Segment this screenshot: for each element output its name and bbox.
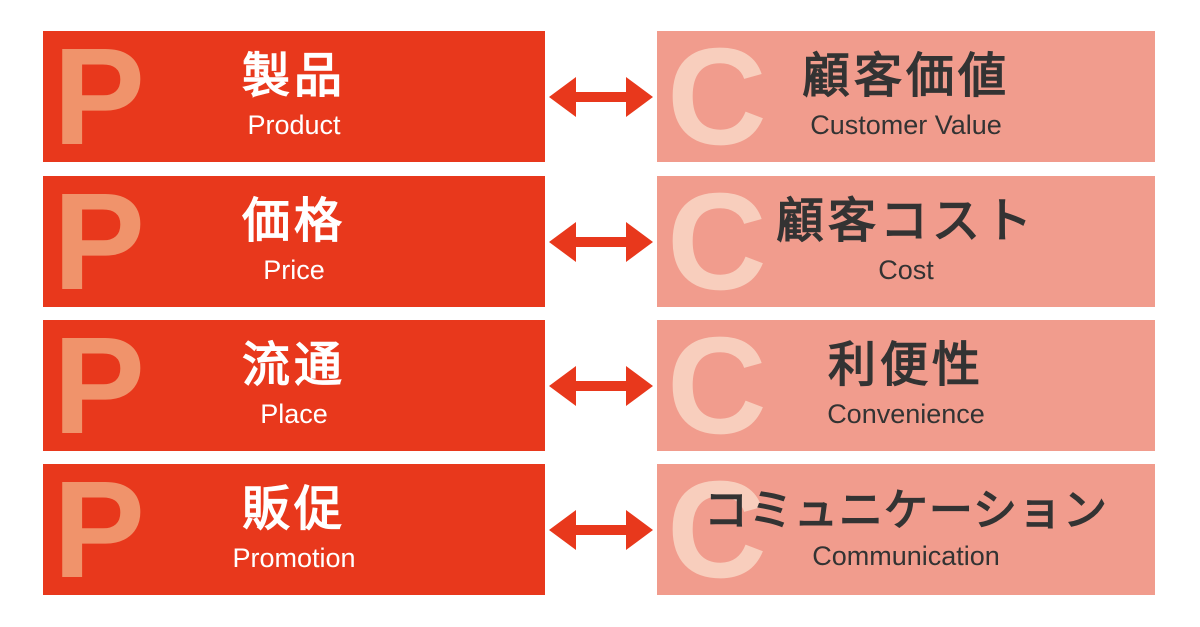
p-box-product: P 製品 Product: [43, 28, 545, 166]
en-label: Promotion: [232, 543, 356, 574]
jp-label: 顧客価値: [801, 50, 1010, 104]
jp-label: 流通: [241, 339, 346, 393]
c-letter: C: [667, 452, 767, 607]
jp-label: 価格: [241, 195, 346, 249]
c-letter: C: [667, 19, 767, 174]
c-labels: 顧客価値 Customer Value: [657, 31, 1155, 162]
c-labels: 利便性 Convenience: [657, 320, 1155, 451]
en-label: Price: [263, 255, 325, 286]
c-box-cost: C 顧客コスト Cost: [657, 173, 1155, 311]
en-label: Cost: [878, 255, 934, 286]
arrow-cell: [545, 320, 657, 451]
c-box-customer-value: C 顧客価値 Customer Value: [657, 28, 1155, 166]
p-letter: P: [53, 308, 146, 463]
jp-label: 販促: [241, 483, 346, 537]
p-letter: P: [53, 19, 146, 174]
diagram-row-place: P 流通 Place C 利便性 Convenience: [43, 317, 1155, 455]
double-arrow-icon: [549, 76, 653, 117]
arrow-cell: [545, 176, 657, 307]
jp-label: 顧客コスト: [775, 195, 1036, 249]
diagram-row-price: P 価格 Price C 顧客コスト Cost: [43, 173, 1155, 311]
diagram-row-product: P 製品 Product C 顧客価値 Customer Value: [43, 28, 1155, 166]
c-letter: C: [667, 308, 767, 463]
en-label: Place: [260, 399, 328, 430]
arrow-cell: [545, 31, 657, 162]
jp-label: コミュニケーション: [703, 485, 1109, 535]
c-labels: 顧客コスト Cost: [657, 176, 1155, 307]
double-arrow-icon: [549, 365, 653, 406]
en-label: Product: [247, 110, 341, 141]
c-letter: C: [667, 164, 767, 319]
p-labels: 販促 Promotion: [43, 464, 545, 595]
p-labels: 価格 Price: [43, 176, 545, 307]
p-box-price: P 価格 Price: [43, 173, 545, 311]
double-arrow-icon: [549, 509, 653, 550]
jp-label: 製品: [241, 50, 346, 104]
p-box-place: P 流通 Place: [43, 317, 545, 455]
p-box-promotion: P 販促 Promotion: [43, 461, 545, 599]
c-labels: コミュニケーション Communication: [657, 464, 1155, 595]
p-labels: 製品 Product: [43, 31, 545, 162]
en-label: Customer Value: [810, 110, 1002, 141]
en-label: Convenience: [827, 399, 985, 430]
c-box-convenience: C 利便性 Convenience: [657, 317, 1155, 455]
arrow-cell: [545, 464, 657, 595]
double-arrow-icon: [549, 221, 653, 262]
p-letter: P: [53, 452, 146, 607]
p-letter: P: [53, 164, 146, 319]
diagram-row-promotion: P 販促 Promotion C コミュニケーション Communication: [43, 461, 1155, 599]
c-box-communication: C コミュニケーション Communication: [657, 461, 1155, 599]
p-labels: 流通 Place: [43, 320, 545, 451]
jp-label: 利便性: [827, 339, 984, 393]
en-label: Communication: [812, 541, 1000, 571]
